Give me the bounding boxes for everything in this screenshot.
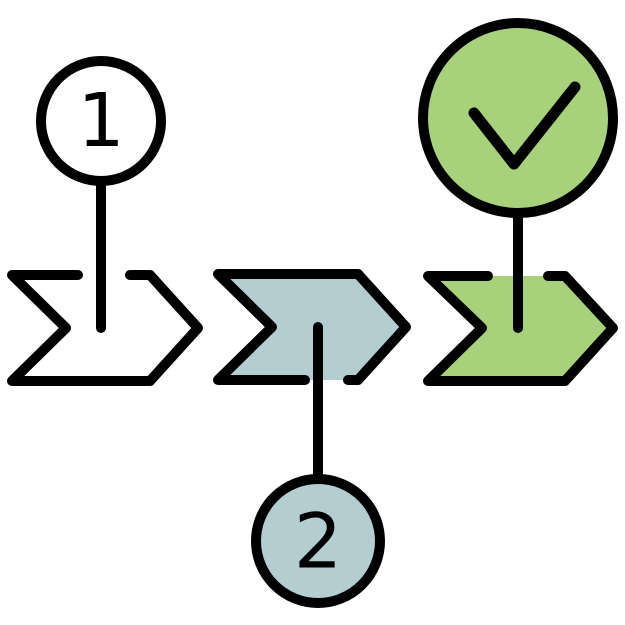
step-1-number: 1 [77,78,124,164]
check-icon [468,81,581,170]
step-3 [418,18,618,386]
step-1: 1 [7,56,203,386]
step-3-chevron [423,271,618,386]
step-2-fill [218,274,406,380]
step-2: 2 [213,269,411,608]
step-2-number: 2 [294,497,342,586]
step-1-chevron [7,270,203,386]
step-2-badge [251,474,385,608]
step-2-chevron [213,269,411,385]
step-3-badge [418,18,618,218]
step-1-badge [36,56,166,186]
